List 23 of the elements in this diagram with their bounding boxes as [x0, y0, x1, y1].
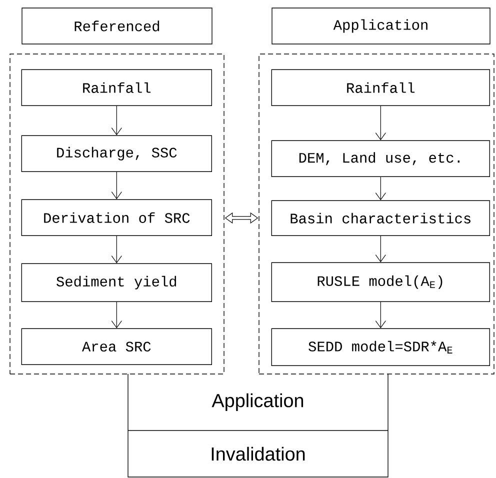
process-box: Rainfall	[21, 69, 212, 106]
process-box: Area SRC	[21, 328, 212, 365]
dashed-group-frame	[10, 54, 224, 374]
header-box: Application	[272, 8, 490, 44]
process-box: Derivation of SRC	[21, 199, 212, 236]
process-box: Discharge, SSC	[21, 135, 212, 172]
process-box: Rainfall	[271, 69, 490, 106]
header-box: Referenced	[22, 8, 212, 44]
process-box: SEDD model=SDR*A$_{E}$	[271, 328, 490, 366]
arrow	[375, 106, 386, 140]
dashed-group-frame	[258, 54, 494, 374]
process-box: DEM, Land use, etc.	[271, 140, 490, 177]
process-box: Sediment yield	[21, 263, 212, 302]
split-box: Application Invalidation	[128, 374, 388, 478]
arrow	[111, 172, 122, 200]
arrow	[111, 236, 122, 264]
arrow	[111, 106, 122, 136]
process-box: RUSLE model(A$_{E}$)	[271, 262, 490, 302]
arrow	[375, 176, 386, 200]
arrow	[375, 236, 386, 262]
arrow	[375, 302, 386, 328]
arrow	[111, 302, 122, 328]
process-box: Basin characteristics	[271, 200, 490, 236]
